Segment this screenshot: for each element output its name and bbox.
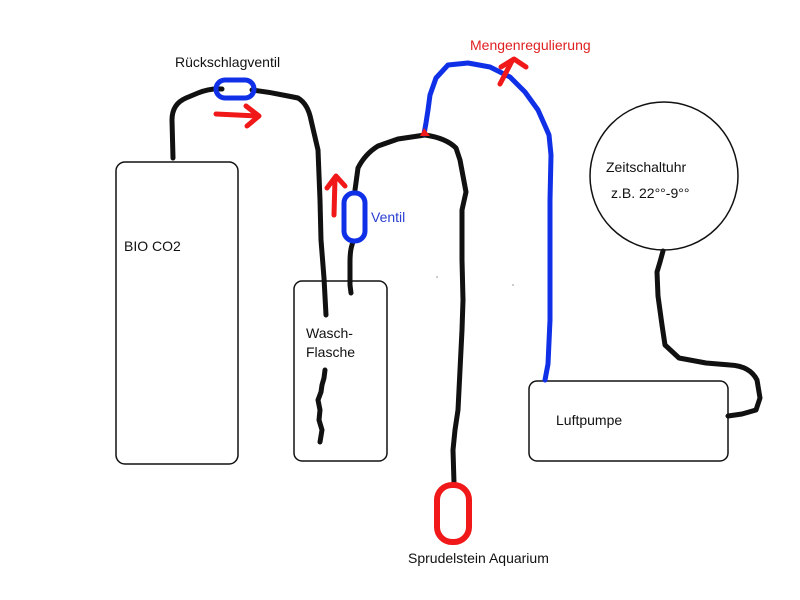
check-valve-icon — [213, 77, 257, 101]
flow-arrow-up-icon — [324, 173, 348, 218]
hose-check-valve-to-wash-bottle — [249, 87, 329, 318]
regulator-arrow-icon — [497, 56, 529, 87]
flow-arrow-right-icon — [213, 103, 262, 129]
label-flasche: Flasche — [306, 344, 355, 360]
hose-timer-to-pump — [654, 248, 763, 419]
timer-clock — [589, 101, 739, 251]
air-pump — [528, 380, 729, 462]
label-bio-co2: BIO CO2 — [124, 238, 181, 254]
wash-bottle — [293, 280, 388, 462]
label-mengenregulierung: Mengenregulierung — [470, 37, 591, 53]
label-wasch: Wasch- — [306, 325, 353, 341]
hose-co2-to-check-valve — [169, 86, 225, 161]
hose-inside-wash-bottle — [315, 367, 328, 445]
bio-co2-bottle — [115, 161, 239, 465]
junction-marker — [420, 128, 430, 136]
label-rueckschlagventil: Rückschlagventil — [175, 54, 280, 70]
air-hose-pump-to-regulator — [421, 60, 554, 383]
valve-icon — [341, 190, 368, 244]
label-ventil: Ventil — [371, 209, 405, 225]
bubble-stone-icon — [434, 482, 472, 545]
label-zeitschaltuhr: Zeitschaltuhr — [606, 159, 686, 175]
label-zeit-range: z.B. 22°°-9°° — [611, 185, 689, 201]
label-sprudelstein: Sprudelstein Aquarium — [408, 550, 549, 566]
faint-dots — [436, 276, 514, 286]
label-luftpumpe: Luftpumpe — [556, 412, 622, 428]
hose-valve-to-stone — [352, 132, 469, 486]
hose-wash-bottle-to-valve — [347, 238, 356, 296]
